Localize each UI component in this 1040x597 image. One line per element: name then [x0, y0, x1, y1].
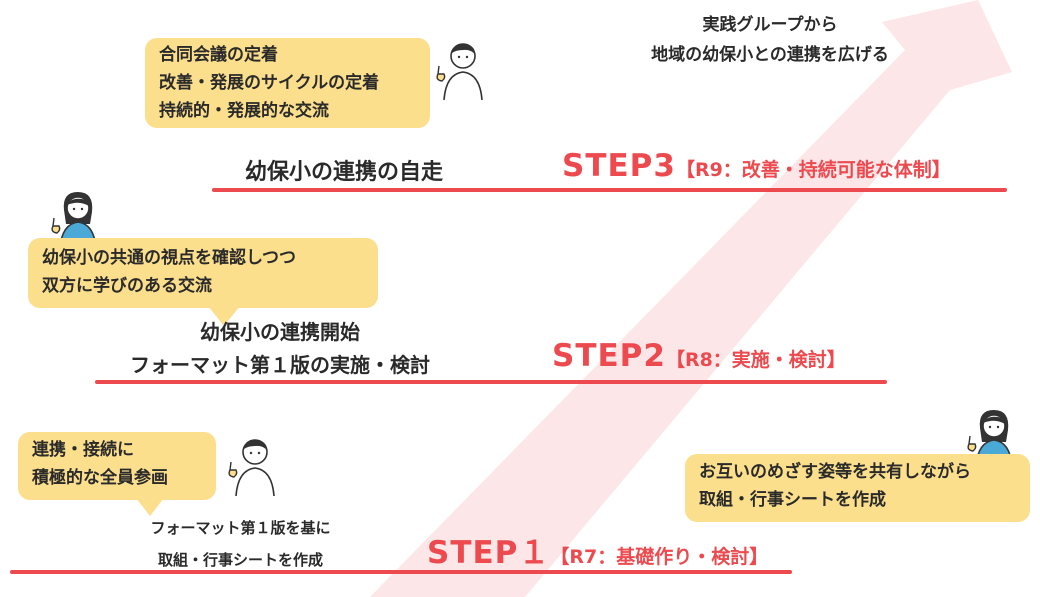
step2-bubble-line-1: 幼保小の共通の視点を確認しつつ [42, 248, 296, 268]
step2-goal-line-1: 幼保小の連携開始 [200, 320, 360, 344]
step3-bubble-line-1: 合同会議の定着 [159, 45, 278, 65]
step3-goal: 幼保小の連携の自走 [245, 160, 444, 185]
step1-bubble-right-line-2: 取組・行事シートを作成 [699, 490, 886, 510]
step3-bubble-line-3: 持続的・発展的な交流 [159, 101, 329, 121]
step2-bubble-line-2: 双方に学びのある交流 [42, 276, 212, 296]
step3-bubble-line-2: 改善・発展のサイクルの定着 [159, 73, 380, 93]
step1-bubble-right: お互いのめざす姿等を共有しながら 取組・行事シートを作成 [685, 454, 1030, 523]
step3-bubble: 合同会議の定着 改善・発展のサイクルの定着 持続的・発展的な交流 [145, 38, 430, 128]
top-note: 実践グループから 地域の幼保小との連携を広げる [600, 10, 940, 70]
step2-period: 【R8：実施・検討】 [665, 349, 846, 371]
person-male-icon [228, 439, 275, 497]
step1-heading: STEP１【R7：基礎作り・検討】 [427, 527, 768, 572]
step2-goal-line-2: フォーマット第１版の実施・検討 [130, 353, 430, 377]
step1-bubble-left-line-1: 連携・接続に [32, 440, 134, 460]
top-note-line-2: 地域の幼保小との連携を広げる [651, 45, 889, 65]
step3-period: 【R9：改善・持続可能な体制】 [675, 159, 951, 181]
step3-heading: STEP3【R9：改善・持続可能な体制】 [562, 148, 951, 184]
step2-line [95, 380, 887, 384]
step1-goal-line-2: 取組・行事シートを作成 [157, 551, 323, 569]
step3-label: STEP3 [562, 148, 676, 184]
person-female-icon [51, 192, 97, 248]
step2-bubble: 幼保小の共通の視点を確認しつつ 双方に学びのある交流 [28, 238, 378, 326]
step2-heading: STEP2【R8：実施・検討】 [552, 338, 846, 374]
step1-period: 【R7：基礎作り・検討】 [550, 546, 769, 568]
step1-bubble-left-tail [136, 498, 164, 516]
top-note-line-1: 実践グループから [702, 15, 838, 35]
step1-label: STEP１ [427, 535, 551, 571]
person-male-icon [436, 43, 483, 101]
step2-goal: 幼保小の連携開始 フォーマット第１版の実施・検討 [110, 316, 450, 382]
step2-bubble-tail [208, 306, 240, 326]
step1-bubble-right-line-1: お互いのめざす姿等を共有しながら [699, 462, 971, 482]
step1-goal-line-1: フォーマット第１版を基に [150, 519, 331, 537]
step1-bubble-left: 連携・接続に 積極的な全員参画 [18, 432, 216, 516]
step2-label: STEP2 [552, 338, 666, 374]
progress-arrow-shape [370, 0, 1012, 597]
step1-goal: フォーマット第１版を基に 取組・行事シートを作成 [128, 512, 353, 576]
step3-line [212, 188, 1007, 192]
step1-bubble-left-line-2: 積極的な全員参画 [32, 468, 168, 488]
step1-line [10, 570, 792, 574]
